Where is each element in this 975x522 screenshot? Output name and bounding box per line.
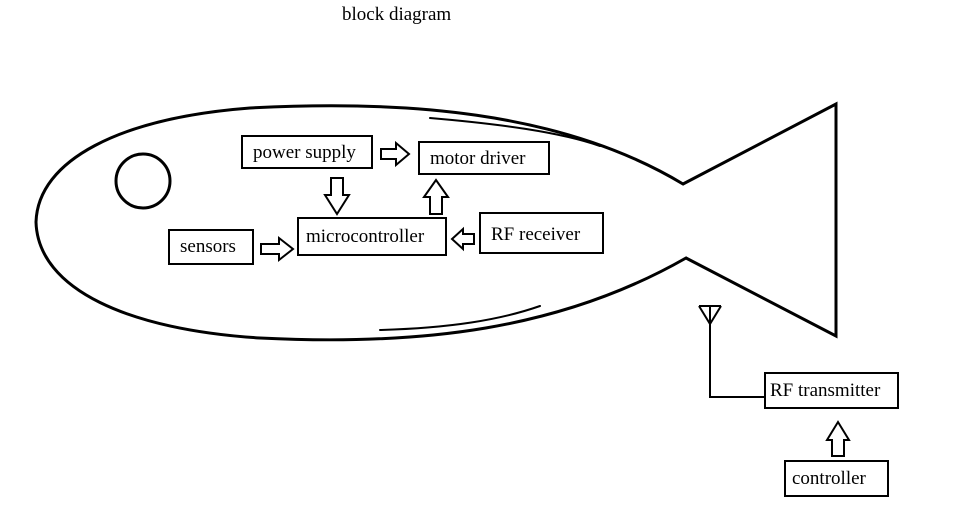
- power-supply-label: power supply: [253, 142, 356, 163]
- arrow-receiver-to-microcontroller: [450, 226, 475, 252]
- fish-tail: [682, 101, 838, 339]
- rf-transmitter-block: RF transmitter: [764, 372, 899, 409]
- arrow-power-to-motor: [380, 140, 411, 168]
- rf-receiver-block: RF receiver: [479, 212, 604, 254]
- arrow-microcontroller-to-motor: [422, 178, 450, 215]
- microcontroller-label: microcontroller: [306, 226, 425, 247]
- power-supply-block: power supply: [241, 135, 373, 169]
- motor-driver-block: motor driver: [418, 141, 550, 175]
- sensors-label: sensors: [180, 236, 236, 257]
- antenna-connection-line: [709, 324, 765, 398]
- controller-label: controller: [792, 468, 867, 489]
- arrow-sensors-to-microcontroller: [260, 235, 295, 263]
- fish-eye: [114, 152, 172, 210]
- motor-driver-label: motor driver: [430, 148, 526, 169]
- antenna-icon: [698, 305, 722, 325]
- controller-block: controller: [784, 460, 889, 497]
- arrow-power-to-microcontroller: [323, 177, 351, 216]
- microcontroller-block: microcontroller: [297, 217, 447, 256]
- rf-transmitter-label: RF transmitter: [770, 380, 881, 401]
- sensors-block: sensors: [168, 229, 254, 265]
- diagram-title: block diagram: [342, 4, 451, 25]
- arrow-controller-to-transmitter: [825, 420, 851, 457]
- rf-receiver-label: RF receiver: [491, 224, 581, 245]
- fish-body-outline: [34, 104, 688, 342]
